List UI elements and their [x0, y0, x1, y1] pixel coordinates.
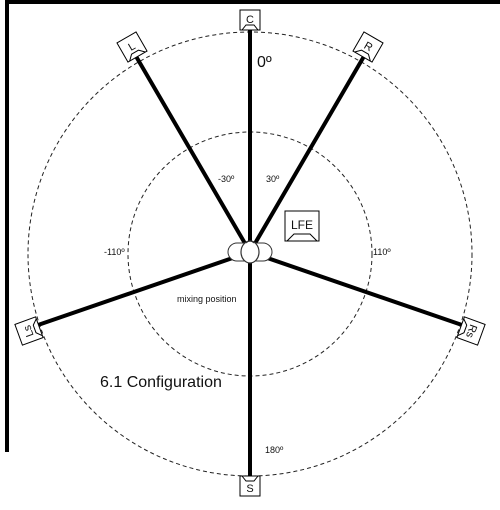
- line-to-left: [135, 56, 252, 254]
- listener-label: mixing position: [177, 294, 237, 304]
- speaker-lfe-label: LFE: [291, 218, 313, 232]
- angle-right-front: 30º: [266, 174, 280, 184]
- speaker-center: C: [239, 9, 261, 31]
- speaker-left-label: L: [126, 40, 137, 53]
- speaker-right: R: [352, 31, 384, 63]
- speaker-right-surround: Rs: [456, 316, 486, 346]
- line-to-left-surround: [36, 250, 252, 327]
- angle-left-side: -110º: [104, 247, 125, 257]
- speaker-surround: S: [239, 475, 261, 497]
- listener-head-icon: [227, 240, 273, 264]
- speaker-left: L: [116, 31, 148, 63]
- angle-rear: 180º: [265, 445, 284, 455]
- speaker-lines: [36, 28, 464, 478]
- angle-right-side: 110º: [373, 247, 391, 257]
- line-to-right: [248, 56, 365, 254]
- angle-front: 0º: [257, 54, 272, 71]
- speaker-center-label: C: [246, 14, 254, 26]
- speaker-left-surround-label: Ls: [21, 323, 36, 338]
- room-walls: [5, 0, 500, 452]
- speaker-surround-label: S: [246, 483, 253, 495]
- speaker-lfe: LFE: [284, 210, 320, 242]
- speaker-right-surround-label: Rs: [463, 323, 479, 340]
- speaker-left-surround: Ls: [14, 316, 44, 346]
- angle-left-front: -30º: [218, 174, 235, 184]
- configuration-title: 6.1 Configuration: [100, 374, 222, 391]
- line-to-right-surround: [248, 250, 464, 327]
